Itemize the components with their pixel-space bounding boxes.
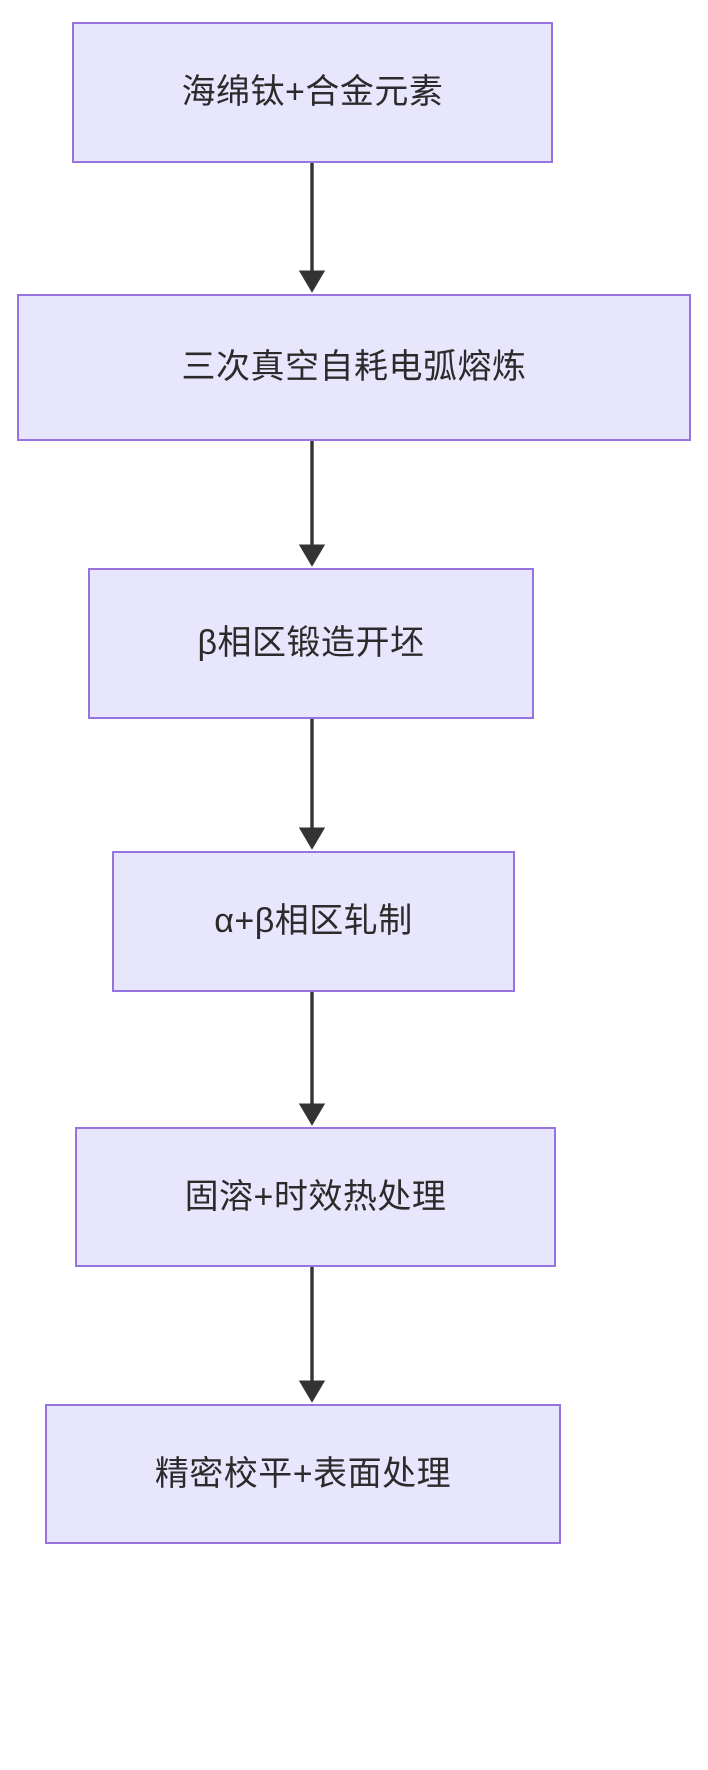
flowchart-node-solution-aging-heat-treatment[interactable]: 固溶+时效热处理 bbox=[75, 1127, 556, 1267]
flowchart-node-beta-phase-forging[interactable]: β相区锻造开坯 bbox=[88, 568, 534, 719]
node-label: 三次真空自耗电弧熔炼 bbox=[181, 348, 527, 387]
flowchart-node-alpha-beta-phase-rolling[interactable]: α+β相区轧制 bbox=[112, 851, 515, 992]
node-label: β相区锻造开坯 bbox=[197, 624, 425, 663]
node-label: α+β相区轧制 bbox=[214, 902, 413, 941]
flowchart-node-precision-leveling-surface-treatment[interactable]: 精密校平+表面处理 bbox=[45, 1404, 561, 1544]
node-label: 精密校平+表面处理 bbox=[154, 1454, 452, 1493]
flowchart-node-sponge-titanium-alloy-elements[interactable]: 海绵钛+合金元素 bbox=[72, 22, 553, 163]
node-label: 海绵钛+合金元素 bbox=[181, 73, 444, 112]
flowchart-node-triple-vacuum-arc-remelting[interactable]: 三次真空自耗电弧熔炼 bbox=[17, 294, 691, 441]
node-label: 固溶+时效热处理 bbox=[184, 1177, 447, 1216]
